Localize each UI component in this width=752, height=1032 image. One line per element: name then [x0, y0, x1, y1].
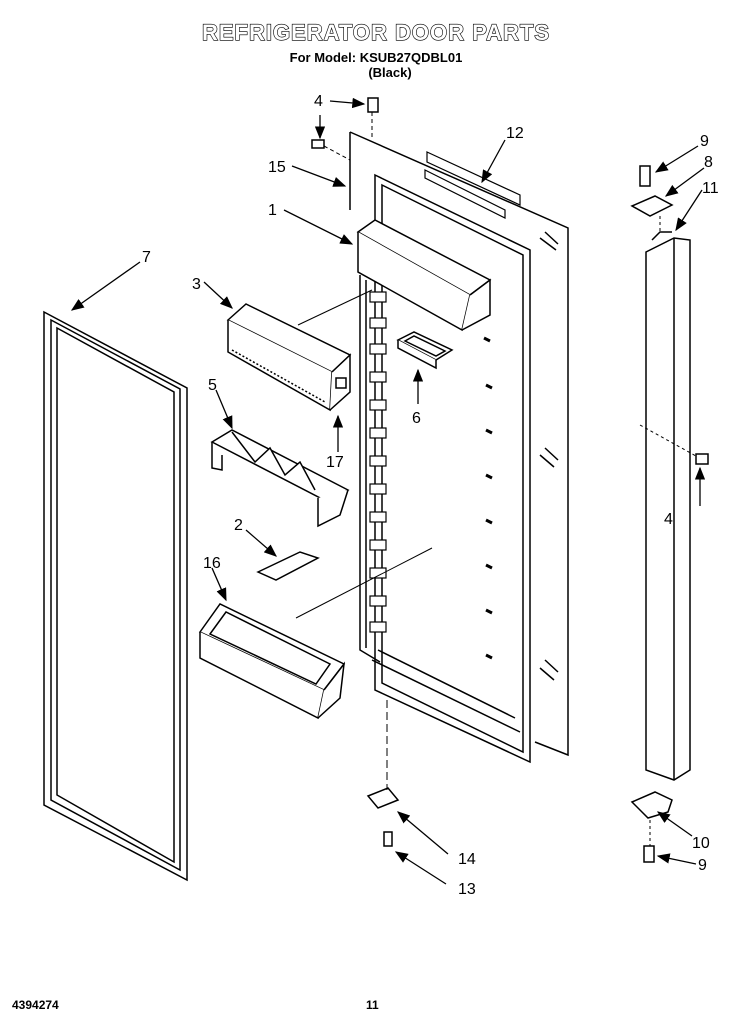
callout-16: 16	[203, 555, 221, 572]
callout-12: 12	[506, 125, 524, 142]
callout-1: 1	[268, 202, 277, 219]
callout-9: 9	[698, 857, 707, 874]
callout-7: 7	[142, 249, 151, 266]
callout-4: 4	[314, 93, 323, 110]
liner-shelf-ribs	[369, 291, 387, 633]
bottom-hinge-parts	[366, 787, 400, 847]
small-bin	[396, 331, 454, 370]
callout-4: 4	[664, 511, 673, 528]
callout-14: 14	[458, 851, 476, 868]
hinge-strip	[645, 231, 691, 781]
liner-upper-compartment	[356, 219, 492, 332]
callout-13: 13	[458, 881, 476, 898]
callout-11: 11	[702, 180, 719, 197]
hinge-top	[630, 165, 674, 217]
door-trim-strip	[424, 151, 521, 219]
callout-3: 3	[192, 276, 201, 293]
model-line: For Model: KSUB27QDBL01	[289, 50, 463, 65]
callout-9: 9	[700, 133, 709, 150]
color-line: (Black)	[368, 65, 412, 80]
assembly-lines	[295, 112, 697, 846]
page-title: REFRIGERATOR DOOR PARTS	[201, 19, 551, 45]
door-shelf	[210, 429, 350, 528]
dairy-door	[226, 303, 352, 412]
leader-arrows	[70, 97, 706, 885]
callout-15: 15	[268, 159, 286, 176]
shelf-clip	[256, 551, 320, 581]
document-number: 4394274	[12, 998, 59, 1012]
door-bin	[198, 603, 346, 720]
callout-5: 5	[208, 377, 217, 394]
screws-top	[311, 97, 709, 465]
callout-10: 10	[692, 835, 710, 852]
callout-17: 17	[326, 454, 344, 471]
door-gasket	[43, 310, 188, 882]
callout-6: 6	[412, 410, 421, 427]
hinge-bottom	[630, 791, 673, 863]
callout-2: 2	[234, 517, 243, 534]
door-outer-panel	[349, 131, 569, 757]
callout-8: 8	[704, 154, 713, 171]
page-number: 11	[366, 998, 379, 1012]
liner-side-ribs	[483, 336, 493, 660]
